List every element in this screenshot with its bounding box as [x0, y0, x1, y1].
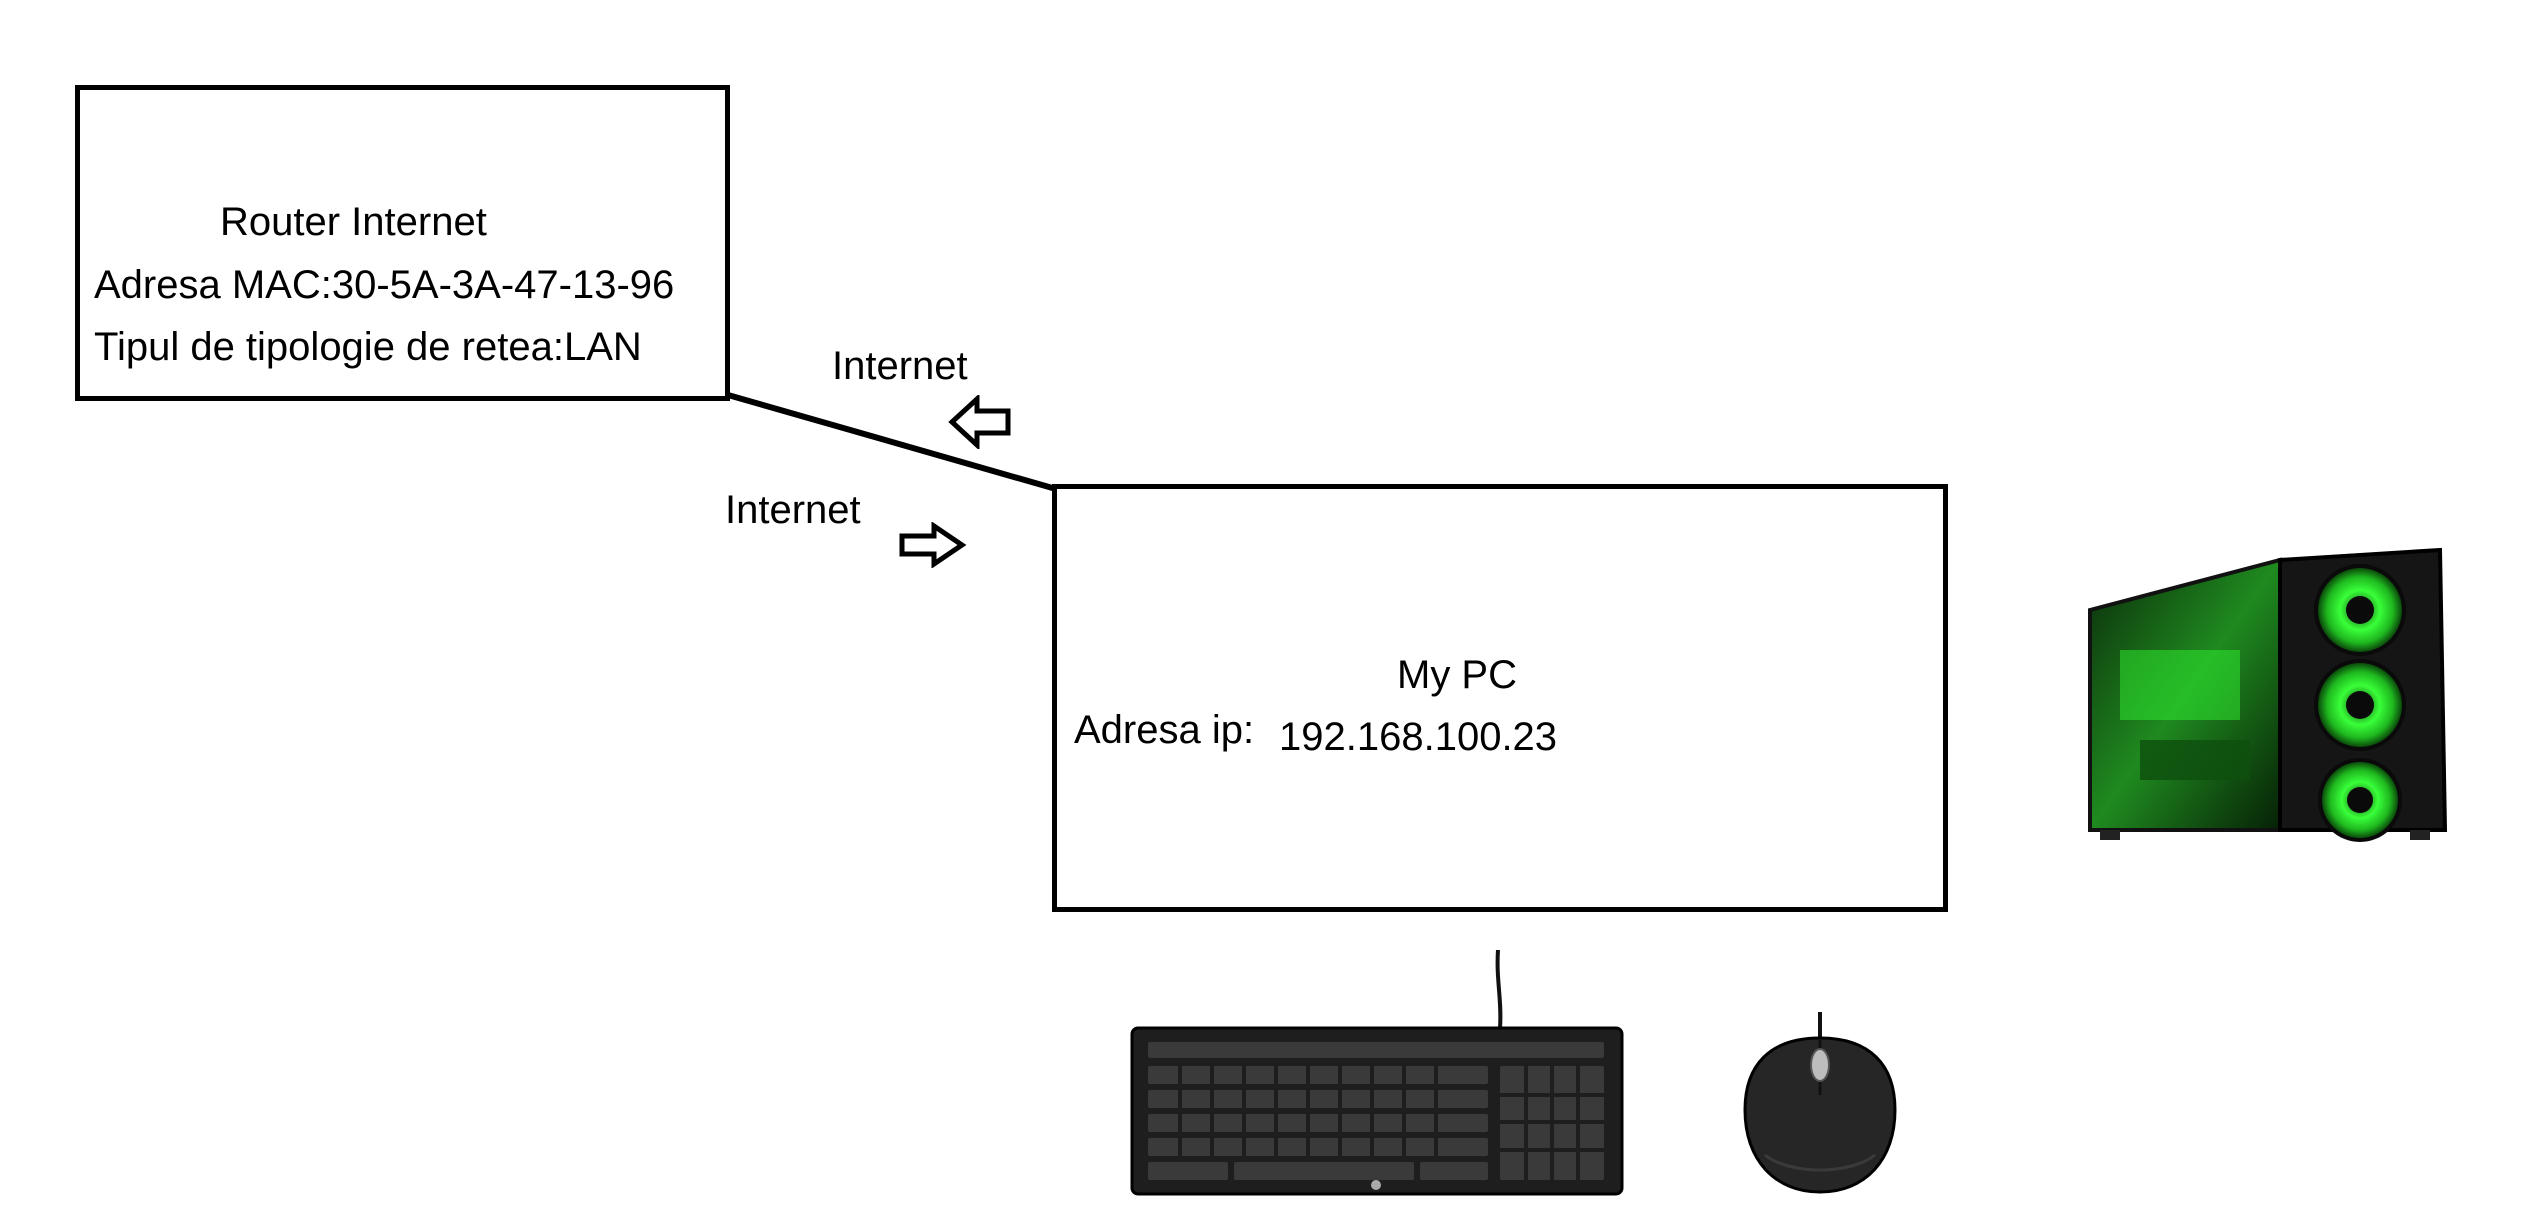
router-mac-address: Adresa MAC:30-5A-3A-47-13-96: [94, 263, 675, 307]
pc-tower-image: [2088, 547, 2448, 842]
keyboard-image: [1130, 950, 1624, 1196]
arrow-right-icon: [899, 522, 967, 568]
arrow-left-icon: [948, 395, 1011, 449]
router-topology: Tipul de tipologie de retea:LAN: [94, 325, 642, 369]
router-title: Router Internet: [220, 200, 487, 244]
pc-box: My PC Adresa ip: 192.168.100.23: [1052, 484, 1948, 912]
mouse-image: [1743, 1012, 1897, 1194]
internet-downstream-label: Internet: [725, 488, 861, 532]
pc-ip-value: 192.168.100.23: [1279, 715, 1558, 759]
router-box: Router Internet Adresa MAC:30-5A-3A-47-1…: [75, 85, 730, 401]
internet-upstream-label: Internet: [832, 344, 968, 388]
pc-title: My PC: [1397, 653, 1517, 697]
pc-ip-label: Adresa ip:: [1074, 708, 1255, 752]
